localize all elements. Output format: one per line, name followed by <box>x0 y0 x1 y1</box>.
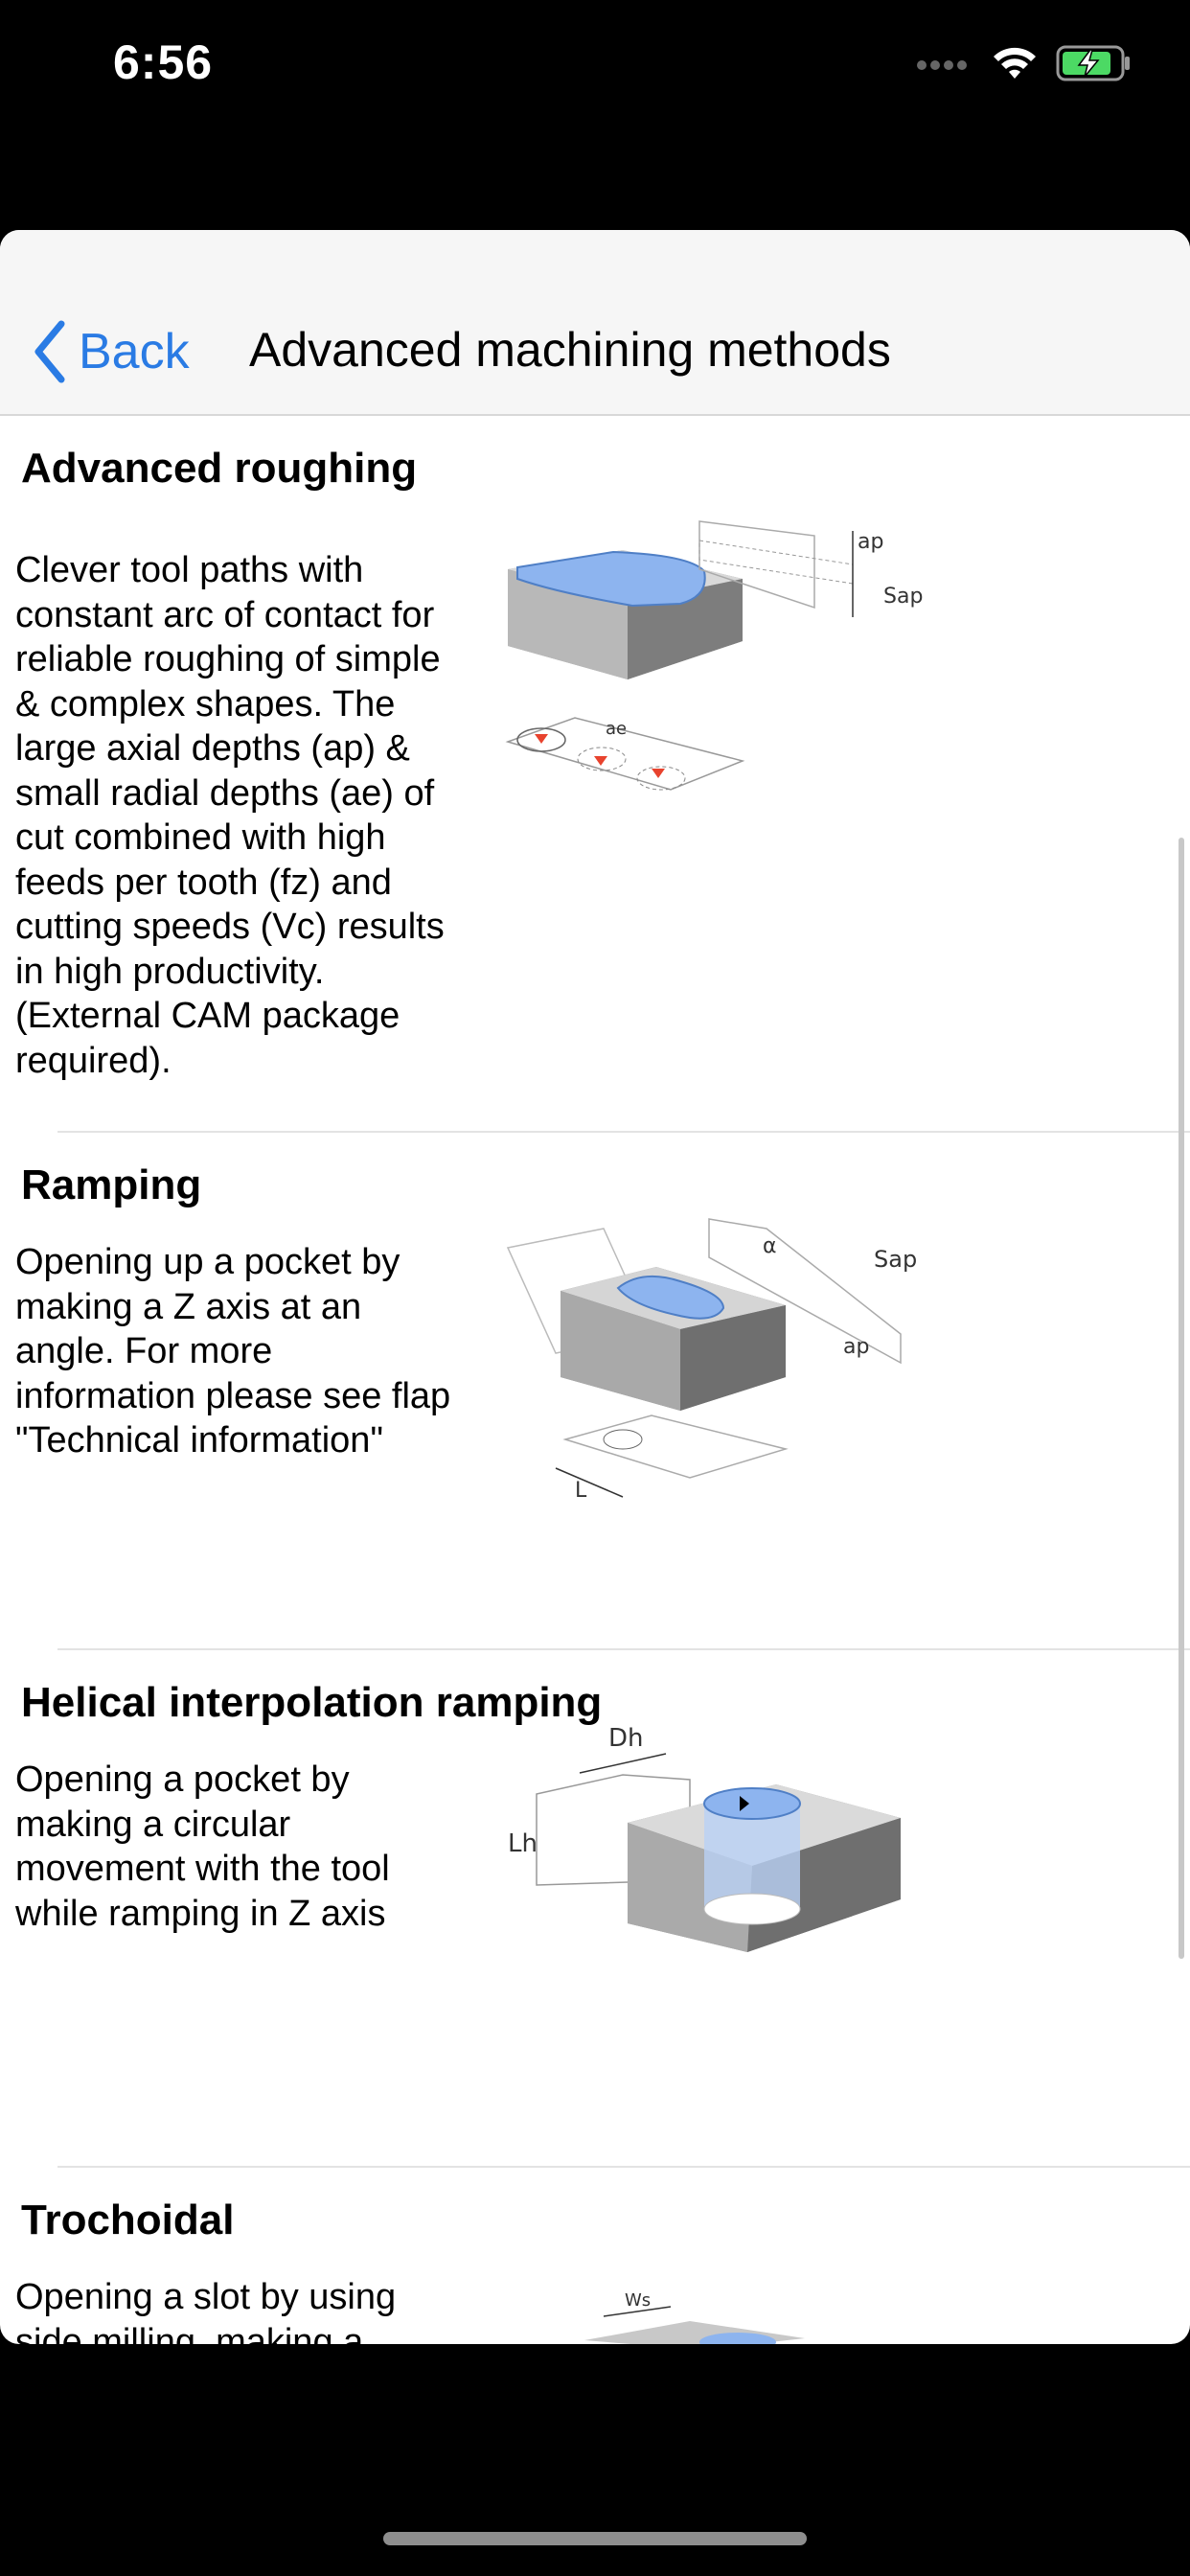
svg-text:ap: ap <box>843 1335 869 1359</box>
back-label: Back <box>79 324 190 380</box>
back-button[interactable]: Back <box>33 318 190 385</box>
svg-text:Dh: Dh <box>608 1727 644 1753</box>
section-description: Opening a pocket by making a circular mo… <box>15 1760 390 1934</box>
home-indicator[interactable] <box>383 2532 807 2545</box>
navigation-bar: Back Advanced machining methods <box>0 230 1190 416</box>
svg-text:Ws: Ws <box>625 2292 651 2311</box>
page-title: Advanced machining methods <box>249 323 891 377</box>
list-item-trochoidal[interactable]: Trochoidal Opening a slot by using side … <box>0 2168 1190 2344</box>
section-title: Advanced roughing <box>21 445 418 492</box>
trochoidal-diagram: Ws <box>584 2292 805 2344</box>
section-title: Ramping <box>21 1162 202 1208</box>
section-title: Trochoidal <box>21 2196 235 2243</box>
ramping-diagram: L α Sap ap <box>506 1218 917 1503</box>
divider <box>57 1131 1190 1133</box>
svg-text:ap: ap <box>858 530 883 554</box>
chevron-left-icon <box>34 320 65 383</box>
status-bar: 6:56 <box>0 0 1190 230</box>
section-title: Helical interpolation ramping <box>21 1679 603 1726</box>
section-description: Opening a slot by using side milling, ma… <box>15 2277 397 2344</box>
section-description: Opening up a pocket by making a Z axis a… <box>15 1242 451 1460</box>
status-time: 6:56 <box>113 35 214 89</box>
content-list[interactable]: Advanced roughing Clever tool paths with… <box>0 416 1190 2344</box>
divider <box>57 2166 1190 2168</box>
divider <box>57 1648 1190 1650</box>
svg-text:Sap: Sap <box>883 585 923 609</box>
scroll-indicator[interactable] <box>1179 838 1184 1959</box>
list-item-helical-interpolation-ramping[interactable]: Helical interpolation ramping Opening a … <box>0 1650 1190 2168</box>
advanced-roughing-diagram: ae ap Sap <box>505 520 923 791</box>
list-item-advanced-roughing[interactable]: Advanced roughing Clever tool paths with… <box>0 416 1190 1135</box>
cellular-signal-icon <box>917 60 967 70</box>
helical-interpolation-diagram: Dh Lh <box>508 1727 901 1952</box>
battery-charging-icon <box>1056 45 1130 81</box>
svg-text:ae: ae <box>606 719 627 739</box>
list-item-ramping[interactable]: Ramping Opening up a pocket by making a … <box>0 1133 1190 1650</box>
svg-text:Lh: Lh <box>508 1829 538 1858</box>
status-icons <box>916 42 1133 84</box>
section-description: Clever tool paths with constant arc of c… <box>15 550 445 1081</box>
svg-text:α: α <box>763 1234 777 1258</box>
wifi-icon <box>994 47 1036 79</box>
modal-sheet: Back Advanced machining methods Advanced… <box>0 230 1190 2344</box>
svg-text:L: L <box>575 1479 587 1503</box>
svg-text:Sap: Sap <box>874 1246 917 1273</box>
